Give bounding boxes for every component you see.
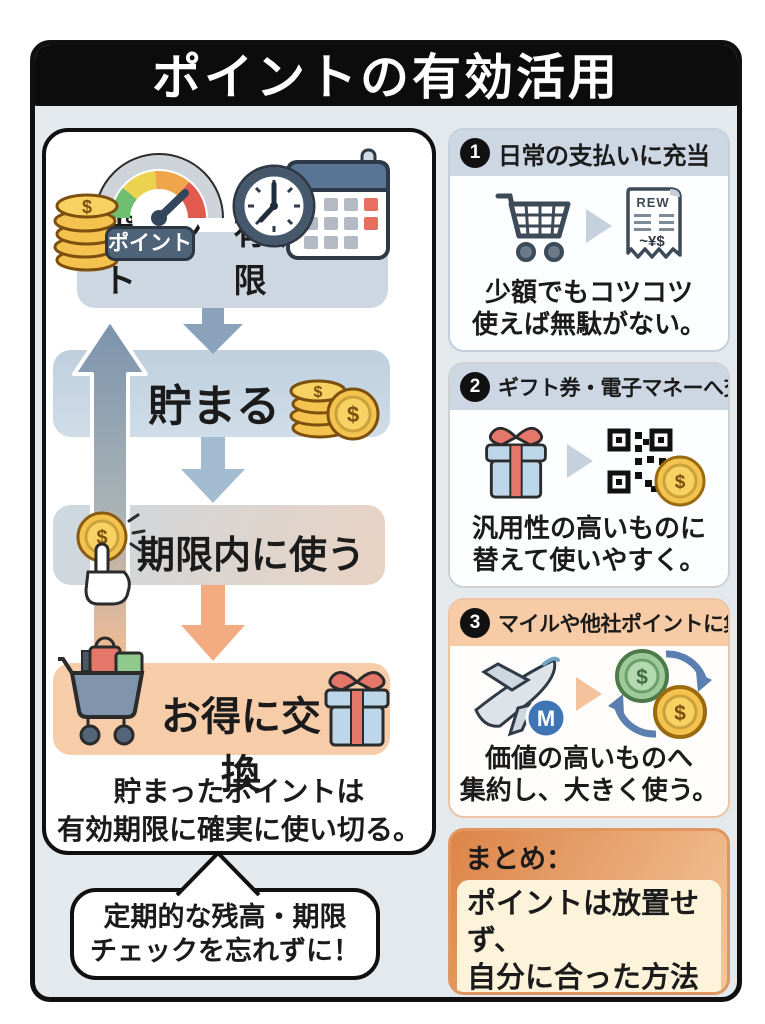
main-card: ポイントの有効活用 ポイント 有効期限 ポイント $	[30, 40, 742, 1002]
flow-note-line2: 有効期限に確実に使い切る。	[56, 814, 421, 845]
clock-calendar-icon	[232, 148, 390, 260]
miles-badge-letter: M	[537, 706, 555, 731]
card-miles-consolidate: 3 マイルや他社ポイントに集約 M $	[448, 598, 730, 818]
dollar-symbol: $	[636, 666, 648, 689]
step-accumulate-label: 貯まる	[148, 382, 280, 431]
card2-header: 2 ギフト券・電子マネーへ交換	[450, 364, 728, 410]
number-badge-1: 1	[460, 138, 490, 168]
cart-line-icon	[495, 193, 571, 262]
coins-icon: $ $	[289, 379, 380, 441]
dollar-symbol: $	[347, 402, 359, 427]
card3-icons: M $ $	[450, 646, 728, 742]
down-arrow-3	[181, 585, 245, 661]
card2-text: 汎用性の高いものに 替えて使いやすく。	[471, 513, 706, 575]
receipt-icon: REW ~¥$	[626, 187, 682, 259]
page-title-bar: ポイントの有効活用	[35, 45, 737, 106]
step-use-label: 期限内に使う	[136, 535, 365, 577]
summary-label: まとめ：	[465, 844, 573, 874]
receipt-brand-text: REW	[636, 195, 669, 210]
dollar-symbol: $	[675, 472, 686, 493]
qr-code-icon	[607, 428, 673, 494]
bubble-line1: 定期的な残高・期限	[103, 902, 347, 932]
qr-coin-group: $	[607, 428, 706, 507]
summary-body: ポイントは放置せず、 自分に合った方法で期 限内に有効活用しよう!	[457, 880, 721, 992]
card3-text: 価値の高いものへ 集約し、大きく使う。	[459, 743, 719, 805]
card-daily-payment: 1 日常の支払いに充当 REW	[448, 128, 730, 352]
number-badge-2: 2	[460, 372, 490, 402]
gift-icon	[324, 671, 390, 747]
dollar-symbol: $	[314, 384, 323, 401]
page-title: ポイントの有効活用	[151, 50, 620, 105]
card1-header: 1 日常の支払いに充当	[450, 130, 728, 176]
reminder-bubble: 定期的な残高・期限 チェックを忘れずに！	[70, 888, 380, 980]
card1-text: 少額でもコツコツ 使えば無駄がない。	[471, 277, 706, 339]
card3-header: 3 マイルや他社ポイントに集約	[450, 600, 728, 646]
flow-note-line1: 貯まったポイントは	[113, 776, 365, 807]
card2-icons: $	[450, 410, 728, 512]
dollar-symbol: $	[674, 702, 686, 725]
arrow-right-icon	[567, 444, 593, 478]
gauge-meter-icon	[94, 153, 224, 245]
tap-coin-icon: $	[76, 511, 146, 606]
summary-card: まとめ： ポイントは放置せず、 自分に合った方法で期 限内に有効活用しよう!	[448, 828, 730, 995]
airplane-icon: M	[474, 656, 567, 739]
step-exchange-label: お得に交換	[161, 695, 321, 797]
gift-icon	[485, 426, 547, 499]
bubble-tail	[175, 851, 261, 897]
cart-full-icon	[58, 636, 145, 746]
card3-title: マイルや他社ポイントに集約	[498, 613, 728, 636]
card-gift-emoney: 2 ギフト券・電子マネーへ交換	[448, 362, 730, 588]
dollar-symbol: $	[82, 197, 92, 217]
card1-icons: REW ~¥$	[450, 176, 728, 276]
calendar-icon	[286, 148, 390, 260]
card1-title: 日常の支払いに充当	[498, 142, 710, 170]
arrow-right-icon	[586, 209, 612, 243]
bubble-line2: チェックを忘れずに！	[90, 936, 360, 966]
card2-title: ギフト券・電子マネーへ交換	[498, 377, 728, 400]
clock-icon	[232, 164, 316, 248]
dollar-symbol: $	[96, 527, 107, 549]
exchange-coins-icon: $ $	[608, 649, 712, 739]
gauge-points-badge: ポイント	[105, 226, 195, 261]
gold-coin-icon: $	[654, 455, 706, 507]
flow-panel: ポイント 有効期限 ポイント $	[42, 128, 436, 855]
number-badge-3: 3	[460, 608, 490, 638]
down-arrow-2	[181, 437, 245, 503]
receipt-amount-text: ~¥$	[639, 233, 665, 250]
down-arrow-1	[183, 308, 243, 354]
arrow-right-icon	[576, 677, 602, 711]
